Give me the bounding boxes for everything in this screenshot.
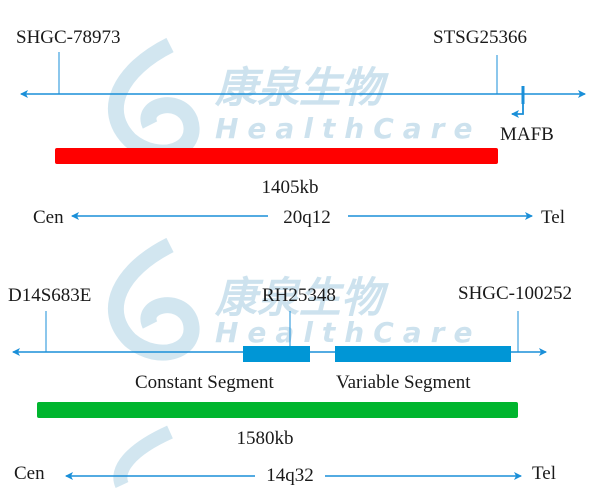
probe-size-bottom: 1580kb bbox=[237, 428, 294, 449]
variable-segment-box bbox=[335, 346, 511, 362]
gene-arrow-icon bbox=[511, 86, 525, 118]
watermark-en-2: HealthCare bbox=[215, 316, 481, 349]
watermark-en: HealthCare bbox=[215, 112, 481, 145]
tel-label-bottom: Tel bbox=[532, 463, 556, 484]
marker-label-shgc-100252: SHGC-100252 bbox=[458, 283, 572, 304]
probe-bar-red bbox=[55, 148, 498, 164]
watermark-cn-2: 康泉生物 bbox=[214, 273, 389, 322]
marker-label-d14s683e: D14S683E bbox=[8, 285, 91, 306]
probe-bar-green bbox=[37, 402, 518, 418]
variable-segment-label: Variable Segment bbox=[336, 372, 471, 393]
band-label-bottom: 14q32 bbox=[266, 465, 314, 486]
constant-segment-box bbox=[243, 346, 310, 362]
cen-label-bottom: Cen bbox=[14, 463, 45, 484]
marker-label-shgc-78973: SHGC-78973 bbox=[16, 27, 121, 48]
gene-label-mafb: MAFB bbox=[500, 124, 554, 145]
tel-label-top: Tel bbox=[541, 207, 565, 228]
constant-segment-label: Constant Segment bbox=[135, 372, 275, 393]
probe-size-top: 1405kb bbox=[262, 177, 319, 198]
cen-label-top: Cen bbox=[33, 207, 64, 228]
band-label-top: 20q12 bbox=[283, 207, 331, 228]
marker-label-rh25348: RH25348 bbox=[262, 285, 336, 306]
watermark-cn: 康泉生物 bbox=[214, 63, 389, 112]
marker-label-stsg25366: STSG25366 bbox=[433, 27, 527, 48]
watermark-logo bbox=[107, 37, 200, 488]
